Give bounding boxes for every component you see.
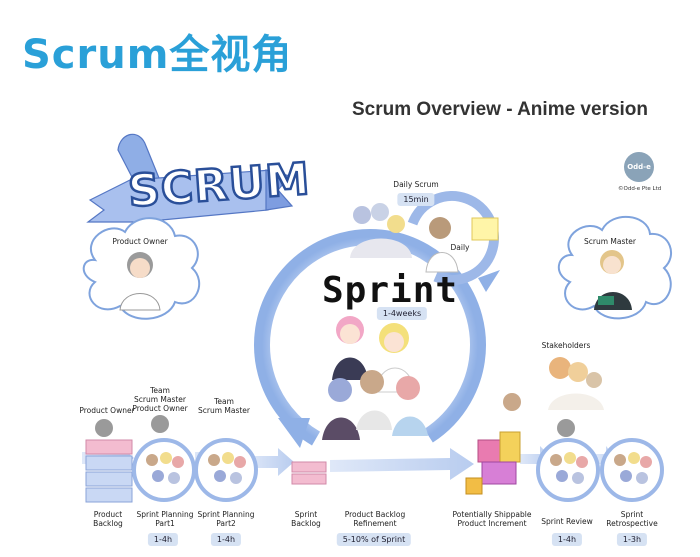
product-owner-cloud-label: Product Owner bbox=[112, 237, 168, 246]
backlog-refinement-duration: 5-10% of Sprint bbox=[336, 533, 412, 546]
flow-label-sprint-planning-1: Sprint Planning Part1 bbox=[136, 510, 194, 528]
planning1-attendees-label: Team Scrum Master Product Owner bbox=[132, 386, 188, 413]
scrum-master-cloud-label: Scrum Master bbox=[583, 237, 637, 246]
flow-label-sprint-planning-2: Sprint Planning Part2 bbox=[197, 510, 255, 528]
sprint-planning-2-duration: 1-4h bbox=[210, 533, 242, 546]
stakeholders-label: Stakeholders bbox=[541, 341, 591, 350]
planning2-attendees-label: Team Scrum Master bbox=[197, 397, 251, 415]
stakeholders-group bbox=[548, 357, 604, 410]
daily-scrum-duration-badge: 15min bbox=[397, 193, 435, 206]
sprint-label: Sprint bbox=[322, 270, 459, 311]
sprint-planning-2-circle bbox=[194, 438, 258, 502]
sprint-planning-1-duration: 1-4h bbox=[147, 533, 179, 546]
scrum-master-cloud bbox=[558, 215, 672, 320]
copyright-text: ©Odd-e Pte Ltd bbox=[618, 186, 662, 192]
sprint-review-duration: 1-4h bbox=[551, 533, 583, 546]
sprint-backlog-stack bbox=[291, 461, 327, 485]
product-owner-cloud bbox=[82, 217, 201, 320]
flow-label-backlog-refinement: Product Backlog Refinement bbox=[344, 510, 406, 528]
page-title: Scrum全视角 bbox=[22, 32, 293, 78]
sprint-retrospective-duration: 1-3h bbox=[616, 533, 648, 546]
team-characters bbox=[322, 316, 428, 440]
daily-scrum-label: Daily Scrum bbox=[393, 180, 439, 189]
sprint-planning-1-circle bbox=[132, 415, 196, 502]
daily-scrum-loop bbox=[405, 191, 500, 292]
odde-logo-icon: Odd-e bbox=[624, 152, 654, 182]
sprint-review-circle bbox=[536, 419, 600, 502]
diagram-subtitle: Scrum Overview - Anime version bbox=[352, 99, 649, 120]
sprint-retrospective-circle bbox=[600, 438, 664, 502]
flow-label-product-backlog: Product Backlog bbox=[93, 510, 123, 528]
product-backlog-stack bbox=[85, 419, 133, 503]
daily-loop-label: Daily bbox=[450, 243, 470, 252]
scrum-ribbon-logo bbox=[86, 133, 294, 223]
flow-label-product-increment: Potentially Shippable Product Increment bbox=[452, 510, 532, 528]
sprint-duration-badge: 1-4weeks bbox=[376, 307, 428, 320]
daily-scrum-group bbox=[350, 203, 499, 273]
sprint-cycle-ring bbox=[254, 229, 486, 461]
product-increment-gifts bbox=[465, 393, 521, 495]
flow-label-sprint-backlog: Sprint Backlog bbox=[291, 510, 321, 528]
flow-label-sprint-review: Sprint Review bbox=[541, 517, 593, 526]
flow-label-sprint-retrospective: Sprint Retrospective bbox=[606, 510, 658, 528]
product-owner-small-label: Product Owner bbox=[79, 406, 135, 415]
